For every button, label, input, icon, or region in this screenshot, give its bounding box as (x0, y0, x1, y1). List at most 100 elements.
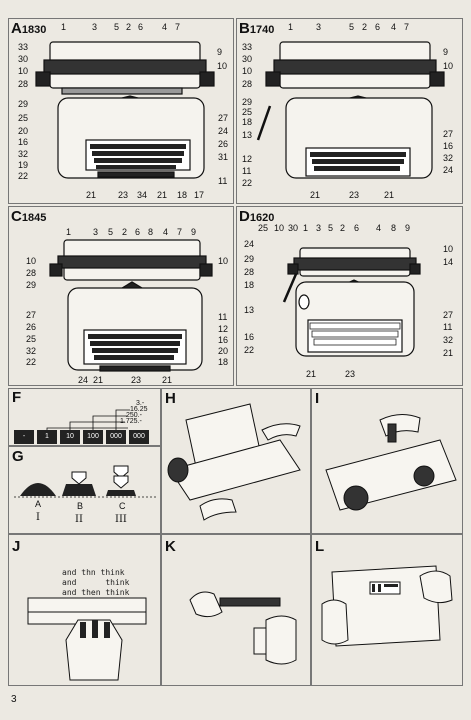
panel-a-callout: 32 (18, 149, 29, 159)
panel-d-callout: 27 (443, 310, 454, 320)
panel-b-callout: 10 (242, 66, 253, 76)
panel-d-model: 1620 (249, 212, 275, 224)
panel-h (161, 388, 311, 534)
panel-b-callout: 12 (242, 154, 253, 164)
panel-d-callout: 10 (274, 223, 285, 233)
panel-a-callout: 7 (175, 22, 181, 32)
panel-d-callout: 16 (244, 332, 255, 342)
panel-b-callout: 29 (242, 97, 253, 107)
panel-a-callout: 3 (92, 22, 98, 32)
panel-a-callout: 26 (218, 139, 229, 149)
panel-a-callout: 17 (194, 190, 205, 200)
panel-a-callout: 29 (18, 99, 29, 109)
panel-f (8, 388, 161, 446)
page-number: 3 (11, 694, 17, 705)
panel-b-callout: 25 (242, 107, 253, 117)
panel-c-title: C1845 (11, 208, 46, 225)
panel-d-callout: 13 (244, 305, 255, 315)
panel-d-callout: 6 (354, 223, 360, 233)
panel-c-callout: 9 (191, 227, 197, 237)
panel-a-callout: 21 (86, 190, 97, 200)
touch-roman-iii: III (115, 514, 127, 525)
panel-l-letter: L (315, 538, 325, 555)
panel-a-model: 1830 (21, 24, 47, 36)
tab-value: 16.25 (130, 406, 148, 413)
panel-a-callout: 21 (157, 190, 168, 200)
sample-text-line: and think (62, 578, 130, 587)
panel-f-letter: F (12, 389, 22, 406)
panel-a-title: A1830 (11, 20, 46, 37)
panel-j-letter: J (12, 538, 21, 555)
panel-b-callout: 4 (391, 22, 397, 32)
panel-a-callout: 27 (218, 113, 229, 123)
panel-c-callout: 7 (177, 227, 183, 237)
panel-b-callout: 22 (242, 178, 253, 188)
panel-a-callout: 2 (126, 22, 132, 32)
panel-a-callout: 18 (177, 190, 188, 200)
tab-key-10: 10 (66, 433, 74, 440)
panel-a-callout: 4 (162, 22, 168, 32)
panel-b-letter: B (239, 20, 250, 37)
panel-b-title: B1740 (239, 20, 274, 37)
panel-g (8, 446, 161, 534)
panel-c-callout: 6 (135, 227, 141, 237)
panel-d-callout: 3 (316, 223, 322, 233)
panel-c-callout: 32 (26, 346, 37, 356)
panel-d-callout: 24 (244, 239, 255, 249)
panel-c-callout: 3 (93, 227, 99, 237)
panel-d-callout: 32 (443, 335, 454, 345)
panel-c-callout: 11 (218, 312, 228, 322)
panel-c-callout: 18 (218, 357, 229, 367)
panel-d-callout: 28 (244, 267, 255, 277)
panel-a-callout: 22 (18, 171, 29, 181)
panel-b-callout: 9 (443, 47, 449, 57)
sample-text-line: and thn think (62, 568, 125, 577)
panel-d-callout: 21 (443, 348, 454, 358)
panel-b-callout: 11 (242, 166, 252, 176)
panel-b-model: 1740 (249, 24, 275, 36)
panel-a-callout: 25 (18, 113, 29, 123)
touch-roman-i: I (36, 512, 40, 523)
panel-b-callout: 33 (242, 42, 253, 52)
panel-d-callout: 18 (244, 280, 255, 290)
panel-a-callout: 28 (18, 79, 29, 89)
panel-c-callout: 22 (26, 357, 37, 367)
panel-a-callout: 31 (218, 152, 229, 162)
touch-label-c: C (119, 501, 126, 511)
panel-i (311, 388, 463, 534)
panel-h-letter: H (165, 390, 176, 407)
panel-b-callout: 24 (443, 165, 454, 175)
panel-a-callout: 11 (218, 176, 228, 186)
tab-key-100: 100 (87, 433, 99, 440)
touch-roman-ii: II (75, 514, 83, 525)
panel-a-callout: 5 (114, 22, 120, 32)
panel-d-callout: 1 (303, 223, 309, 233)
panel-c-callout: 21 (162, 375, 173, 385)
panel-j (8, 534, 161, 686)
panel-d-callout: 29 (244, 254, 255, 264)
panel-c-callout: 12 (218, 324, 229, 334)
panel-c-callout: 5 (108, 227, 114, 237)
panel-b-callout: 3 (316, 22, 322, 32)
panel-k-letter: K (165, 538, 176, 555)
panel-d (236, 206, 463, 386)
panel-i-letter: I (315, 390, 320, 407)
tab-key-000-b: 000 (133, 433, 145, 440)
panel-a-callout: 20 (18, 126, 29, 136)
panel-c-model: 1845 (21, 212, 47, 224)
panel-d-callout: 22 (244, 345, 255, 355)
tab-value: 3.- (136, 400, 145, 407)
panel-a-callout: 19 (18, 160, 29, 170)
panel-a-callout: 23 (118, 190, 129, 200)
tab-value: 1.725.- (120, 418, 142, 425)
panel-d-title: D1620 (239, 208, 274, 225)
panel-c-callout: 1 (66, 227, 72, 237)
panel-d-callout: 4 (376, 223, 382, 233)
panel-l (311, 534, 463, 686)
